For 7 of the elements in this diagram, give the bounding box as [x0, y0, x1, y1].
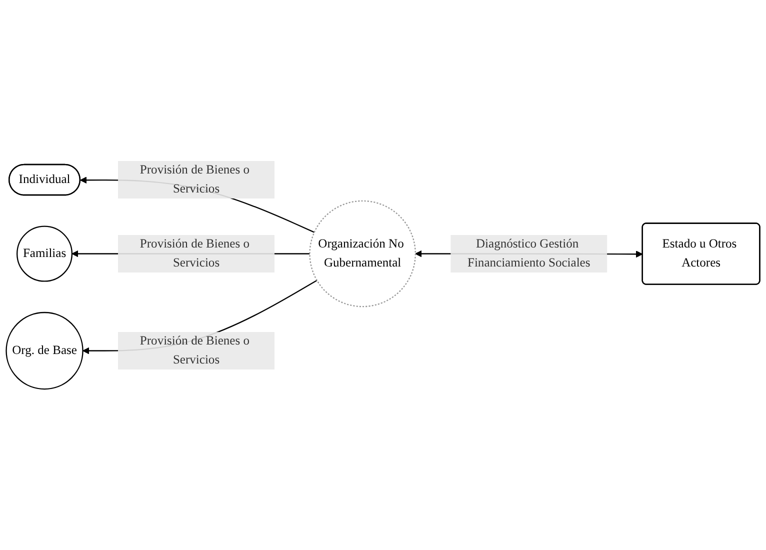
node-circle: Organización No Gubernamental [309, 200, 416, 308]
edge-label: Provisión de Bienes o Servicios [140, 334, 250, 366]
node-circle: Familias [16, 226, 73, 282]
edge-label: Provisión de Bienes o Servicios [140, 163, 250, 196]
node-circle: Org. de Base [6, 312, 84, 390]
edge-label: Provisión de Bienes o Servicios [140, 237, 250, 270]
edge-label: Diagnóstico Gestión Financiamiento Sociales [467, 237, 590, 270]
